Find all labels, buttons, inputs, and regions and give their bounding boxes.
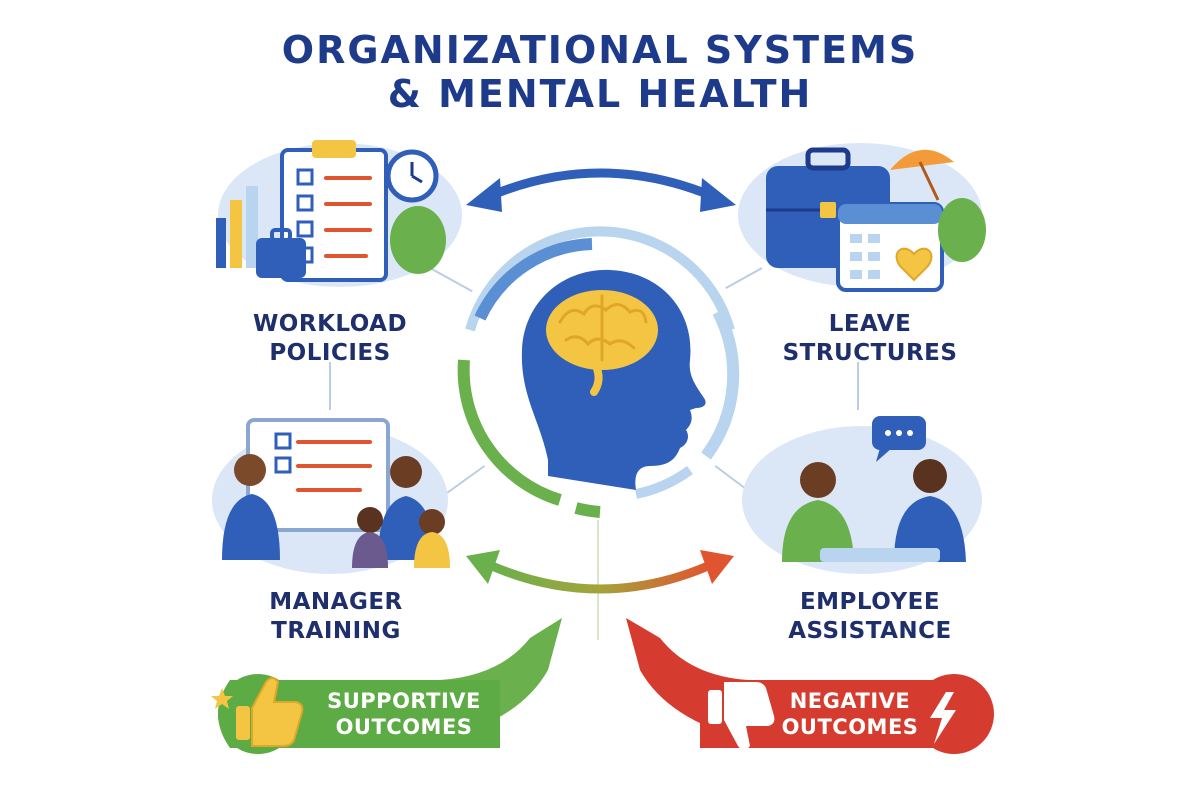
clipboard-checklist-icon: [216, 140, 462, 287]
label-workload-line-2: POLICIES: [269, 340, 391, 366]
label-leave-line-2: STRUCTURES: [782, 340, 958, 366]
negative-arrow: [626, 618, 994, 754]
supportive-outcomes-label: SUPPORTIVE OUTCOMES: [306, 688, 502, 740]
briefcase-calendar-icon: [738, 143, 986, 292]
thumbs-down-icon: [708, 682, 956, 750]
negative-line-2: OUTCOMES: [781, 715, 919, 739]
thumbs-up-icon: [211, 677, 304, 747]
label-employee-assistance: EMPLOYEE ASSISTANCE: [760, 588, 980, 646]
top-cycle-arrow: [466, 168, 736, 212]
label-manager-training: MANAGER TRAINING: [226, 588, 446, 646]
training-presentation-icon: [212, 418, 450, 574]
label-manager-line-2: TRAINING: [271, 618, 401, 644]
label-manager-line-1: MANAGER: [269, 589, 403, 615]
label-workload-policies: WORKLOAD POLICIES: [220, 310, 440, 368]
counseling-conversation-icon: [742, 416, 982, 574]
supportive-line-2: OUTCOMES: [335, 715, 473, 739]
page-title-line-2: & MENTAL HEALTH: [387, 72, 813, 116]
page-title-line-1: ORGANIZATIONAL SYSTEMS: [281, 28, 919, 72]
head-brain-icon: [450, 220, 750, 520]
label-leave-line-1: LEAVE: [828, 311, 912, 337]
label-leave-structures: LEAVE STRUCTURES: [760, 310, 980, 368]
label-assistance-line-2: ASSISTANCE: [788, 618, 952, 644]
supportive-line-1: SUPPORTIVE: [327, 689, 481, 713]
negative-outcomes-label: NEGATIVE OUTCOMES: [752, 688, 948, 740]
label-assistance-line-1: EMPLOYEE: [799, 589, 941, 615]
label-workload-line-1: WORKLOAD: [252, 311, 408, 337]
bottom-cycle-arrow: [466, 550, 734, 594]
negative-line-1: NEGATIVE: [789, 689, 911, 713]
